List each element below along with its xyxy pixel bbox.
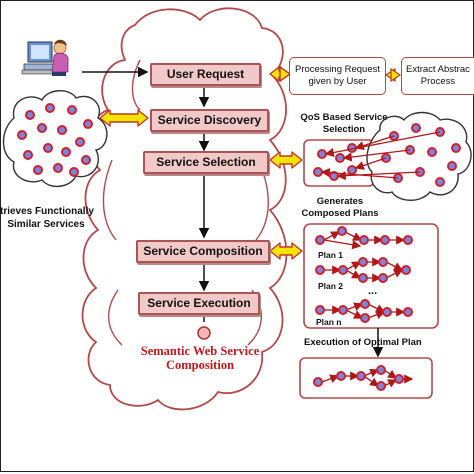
yellow-arrows bbox=[99, 66, 303, 260]
generates-line2: Composed Plans bbox=[301, 208, 379, 219]
extract-abstract-box: Extract Abstrac Process bbox=[401, 57, 474, 95]
plan-ellipsis: ... bbox=[368, 285, 378, 297]
step-label: Service Selection bbox=[156, 155, 256, 169]
processing-line1: Processing Request bbox=[294, 64, 381, 75]
left-service-nodes bbox=[17, 103, 93, 177]
generates-label: Generates Composed Plans bbox=[292, 196, 388, 220]
plan1-graph bbox=[323, 231, 406, 250]
plann-label: Plan n bbox=[316, 317, 342, 327]
plans-box bbox=[303, 223, 439, 329]
diagram-title: Semantic Web Service Composition bbox=[112, 344, 288, 372]
title-line2: Composition bbox=[165, 358, 235, 372]
left-caption-line1: trieves Functionally bbox=[0, 206, 94, 217]
title-line1: Semantic Web Service bbox=[140, 344, 260, 358]
end-node bbox=[197, 326, 211, 340]
user-computer-icon bbox=[21, 39, 69, 76]
step-user-request: User Request bbox=[150, 63, 261, 86]
execution-label: Execution of Optimal Plan bbox=[304, 337, 422, 348]
qos-line1: QoS Based Service bbox=[300, 112, 388, 123]
left-caption: trieves Functionally Similar Services bbox=[0, 205, 94, 231]
qos-label: QoS Based Service Selection bbox=[296, 112, 392, 136]
left-caption-line2: Similar Services bbox=[7, 219, 85, 230]
step-service-selection: Service Selection bbox=[143, 151, 269, 174]
extract-line1: Extract Abstrac bbox=[406, 64, 470, 75]
step-label: Service Execution bbox=[147, 296, 251, 310]
plan1-label: Plan 1 bbox=[318, 250, 344, 260]
plan2-graph bbox=[324, 257, 404, 283]
step-service-discovery: Service Discovery bbox=[150, 109, 269, 132]
plan2-label: Plan 2 bbox=[318, 281, 344, 291]
step-service-composition: Service Composition bbox=[136, 240, 270, 263]
generates-line1: Generates bbox=[316, 196, 364, 207]
step-label: Service Composition bbox=[143, 244, 263, 258]
step-label: Service Discovery bbox=[157, 113, 262, 127]
processing-request-box: Processing Request given by User bbox=[289, 57, 386, 95]
qos-line2: Selection bbox=[322, 124, 366, 135]
extract-line2: Process bbox=[420, 76, 456, 87]
step-service-execution: Service Execution bbox=[138, 292, 260, 315]
plann-graph bbox=[324, 302, 406, 319]
processing-line2: given by User bbox=[308, 76, 367, 87]
step-label: User Request bbox=[166, 67, 245, 81]
